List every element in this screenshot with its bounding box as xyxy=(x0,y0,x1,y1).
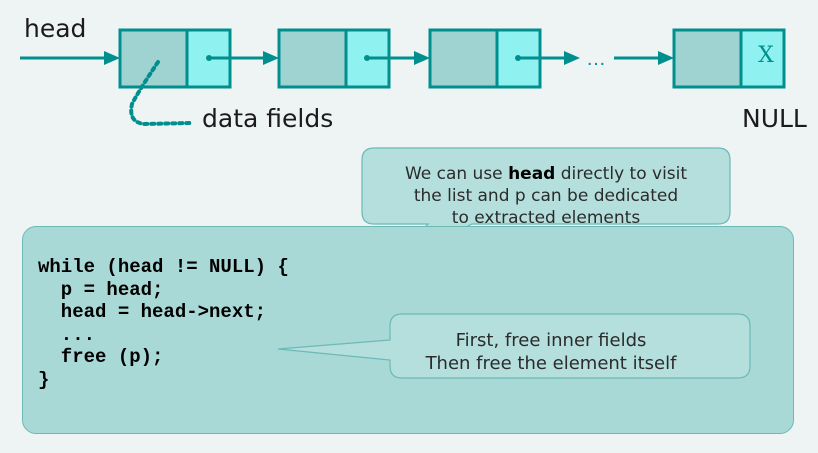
code-line: ... xyxy=(38,323,96,346)
list-node-last xyxy=(672,28,786,89)
head-arrow xyxy=(20,51,120,65)
code-line: while (head != NULL) { xyxy=(38,256,289,278)
next-arrow-2 xyxy=(364,51,430,65)
head-label: head xyxy=(24,14,87,43)
null-label: NULL xyxy=(742,104,807,133)
next-arrow-3 xyxy=(515,51,580,65)
callout-free-text: First, free inner fields Then free the e… xyxy=(425,330,677,374)
null-marker: X xyxy=(758,43,774,68)
code-line: free (p); xyxy=(38,346,164,368)
next-arrow-1 xyxy=(206,51,279,65)
callout-head-text: We can use head directly to visit the li… xyxy=(404,164,688,228)
ellipsis: … xyxy=(586,48,606,70)
code-block: while (head != NULL) { p = head; head = … xyxy=(38,256,289,391)
code-line: p = head; xyxy=(38,278,164,301)
list-node-1 xyxy=(118,28,232,89)
code-line: } xyxy=(38,368,50,391)
data-fields-label: data fields xyxy=(202,104,334,133)
next-arrow-4 xyxy=(614,51,674,65)
data-fields-pointer xyxy=(129,60,192,127)
list-node-2 xyxy=(277,28,391,89)
code-line: head = head->next; xyxy=(38,301,267,323)
callout-bubble-free xyxy=(277,313,751,379)
